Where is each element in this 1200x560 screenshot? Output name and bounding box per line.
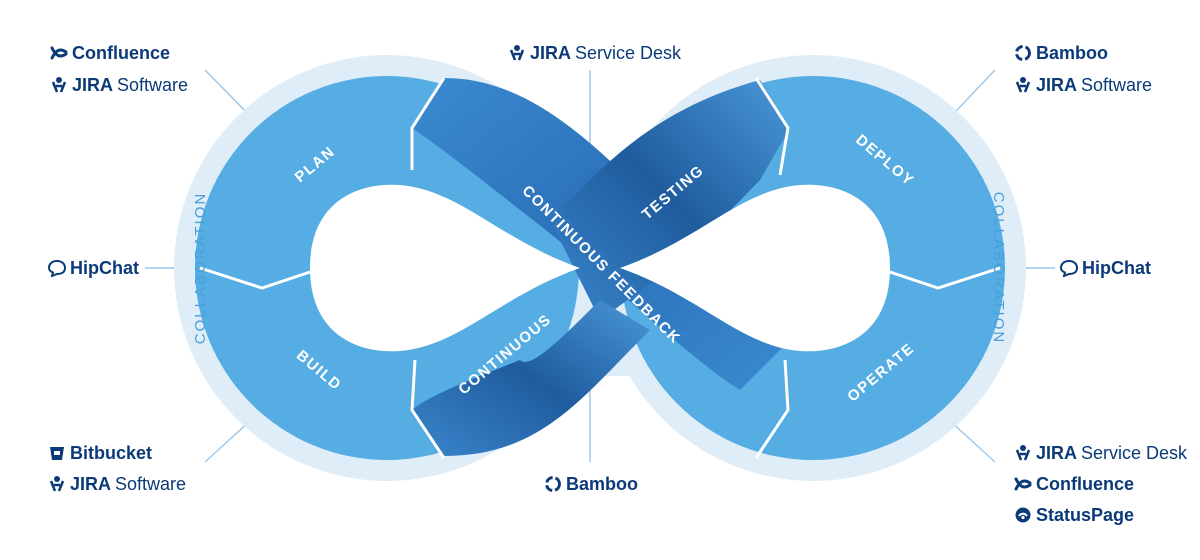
tool-top-right-1: Bamboo <box>1014 42 1108 64</box>
bamboo-icon <box>1014 44 1032 62</box>
tool-top-left-1: Confluence <box>50 42 170 64</box>
jira-icon <box>50 76 68 94</box>
tool-bottom-left-1: Bitbucket <box>48 442 152 464</box>
bamboo-icon <box>544 475 562 493</box>
tool-mid-left: HipChat <box>47 257 139 279</box>
segment-dividers <box>199 77 1001 459</box>
confluence-icon <box>50 44 68 62</box>
jira-icon <box>508 44 526 62</box>
confluence-icon <box>1014 475 1032 493</box>
hipchat-icon <box>47 259 67 278</box>
tool-bottom-center: Bamboo <box>544 473 638 495</box>
band-continuous <box>412 300 650 456</box>
jira-icon <box>1014 76 1032 94</box>
band-testing <box>550 80 790 320</box>
statuspage-icon <box>1014 506 1032 524</box>
bitbucket-icon <box>48 444 66 462</box>
jira-icon <box>1014 444 1032 462</box>
collaboration-left: COLLABORATION <box>192 192 209 344</box>
jira-icon <box>48 475 66 493</box>
hipchat-icon <box>1059 259 1079 278</box>
tool-mid-right: HipChat <box>1059 257 1151 279</box>
collaboration-right: COLLABORATION <box>990 192 1007 344</box>
tool-bottom-right-3: StatusPage <box>1014 504 1134 526</box>
loop-holes <box>310 184 890 352</box>
tool-bottom-right-2: Confluence <box>1014 473 1134 495</box>
